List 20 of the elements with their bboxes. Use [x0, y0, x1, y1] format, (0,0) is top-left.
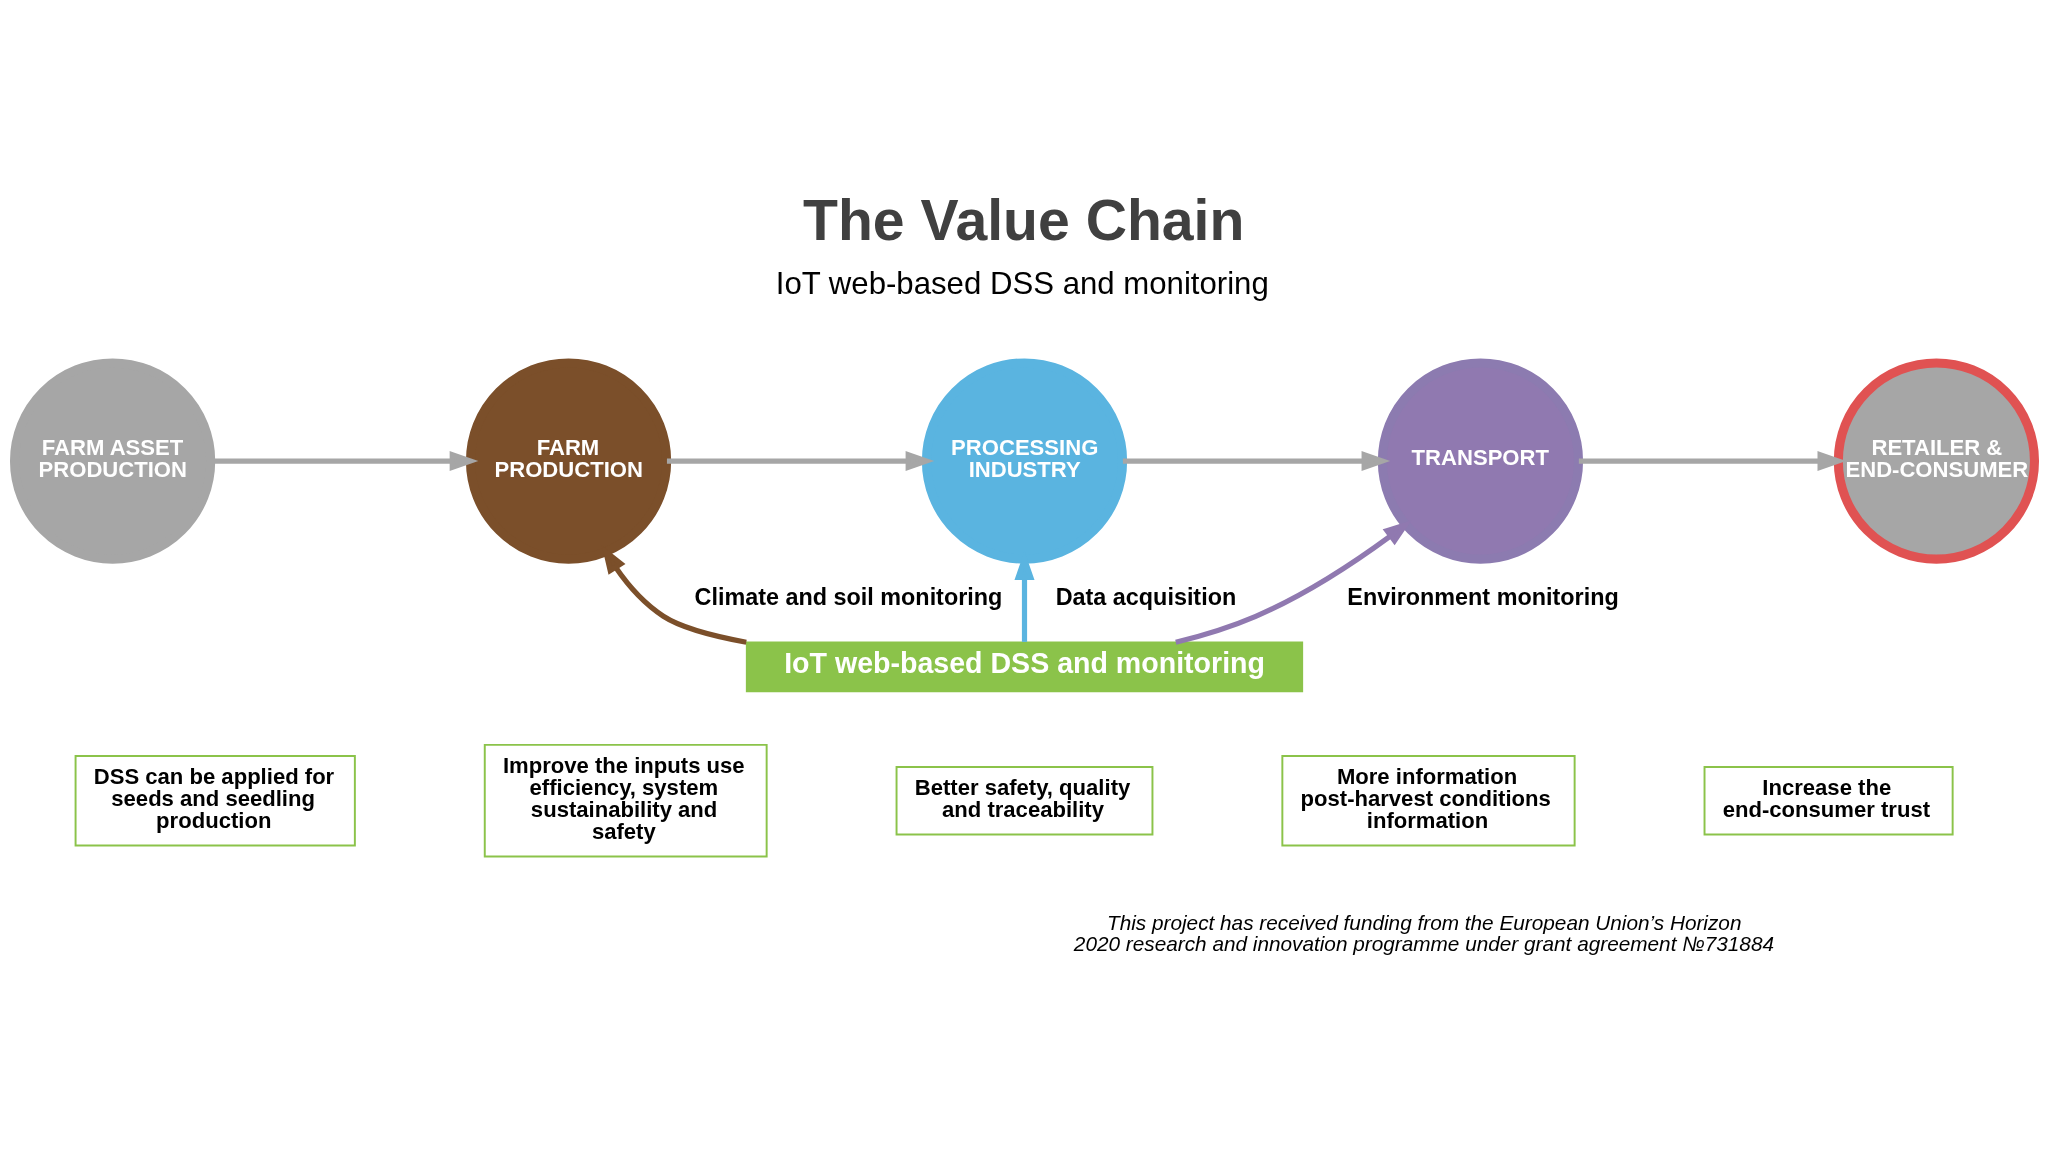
arrow [1122, 451, 1390, 472]
node-circle: FARM PRODUCTION [465, 358, 671, 564]
node-box: Better safety, quality and traceability [895, 765, 1153, 836]
arrow [666, 451, 934, 472]
node-box: Increase the end-consumer trust [1703, 765, 1954, 836]
node-circle: RETAILER & END-CONSUMER [1833, 358, 2039, 564]
label: This project has received funding from the European Union’s Horizon 2020 research and innovation programme under grant agreement №731884 [1073, 911, 1774, 956]
diagram-title: The Value Chain [802, 187, 1244, 252]
node-box: IoT web-based DSS and monitoring [745, 641, 1303, 693]
arrow [1578, 451, 1846, 472]
edge-label: Climate and soil monitoring [694, 584, 1002, 611]
node-circle: PROCESSING INDUSTRY [921, 358, 1127, 564]
label: IoT web-based DSS and monitoring [775, 266, 1269, 302]
edge-label: Environment monitoring [1346, 584, 1619, 611]
node-box: DSS can be applied for seeds and seedling production [74, 754, 356, 847]
node-box: Improve the inputs use efficiency, system sustainability and safety [483, 743, 768, 858]
node-circle: FARM ASSET PRODUCTION [9, 358, 215, 564]
node-box: More information post-harvest conditions information [1280, 754, 1576, 847]
node-circle: TRANSPORT [1377, 358, 1583, 564]
edge-label: Data acquisition [1055, 584, 1236, 611]
